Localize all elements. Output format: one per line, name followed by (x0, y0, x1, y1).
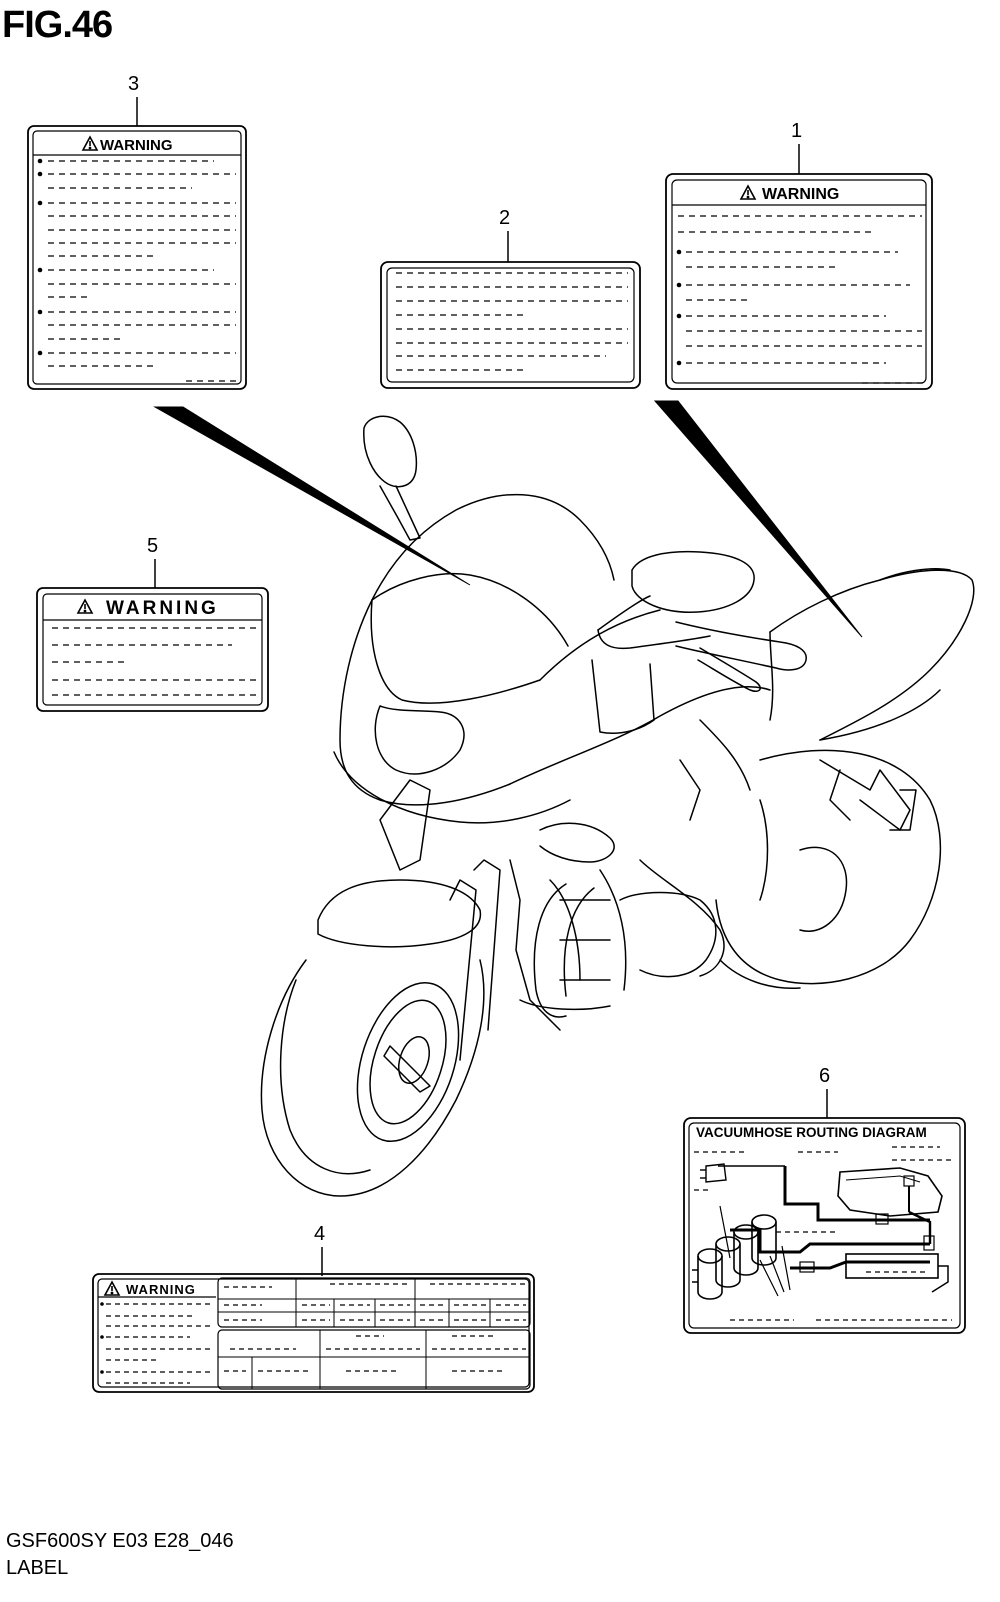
label-1-warning-text: WARNING (762, 186, 839, 203)
callout-number-5: 5 (147, 535, 158, 557)
pointer-label-1 (653, 400, 863, 638)
warning-triangle-icon (77, 599, 93, 614)
label-3-warning (27, 125, 247, 390)
label-6-title: VACUUMHOSE ROUTING DIAGRAM (696, 1125, 927, 1140)
warning-triangle-icon (104, 1281, 120, 1296)
callout-4: 4 (314, 1223, 325, 1276)
callout-number-4: 4 (314, 1223, 325, 1245)
callout-2: 2 (499, 207, 510, 262)
label-5-warning (36, 587, 269, 712)
callout-number-3: 3 (128, 73, 139, 95)
label-4-warning-table (92, 1273, 535, 1393)
label-2-info (380, 261, 641, 389)
callout-number-2: 2 (499, 207, 510, 229)
callout-3: 3 (128, 73, 139, 126)
figure-code: GSF600SY E03 E28_046 (6, 1530, 234, 1552)
figure-title: FIG.46 (2, 4, 113, 46)
warning-triangle-icon (82, 136, 98, 151)
callout-number-1: 1 (791, 120, 802, 142)
callout-6: 6 (819, 1065, 830, 1118)
pointer-label-3 (153, 406, 471, 586)
callout-5: 5 (147, 535, 158, 588)
motorcycle-illustration (260, 415, 975, 1197)
figure-name: LABEL (6, 1557, 69, 1579)
label-6-vacuum-hose-diagram (683, 1117, 966, 1334)
label-5-warning-text: WARNING (106, 598, 219, 619)
label-4-warning-text: WARNING (126, 1282, 196, 1297)
label-3-warning-text: WARNING (100, 137, 173, 154)
warning-triangle-icon (740, 185, 756, 200)
callout-1: 1 (791, 120, 802, 174)
label-1-warning (665, 173, 933, 390)
callout-number-6: 6 (819, 1065, 830, 1087)
